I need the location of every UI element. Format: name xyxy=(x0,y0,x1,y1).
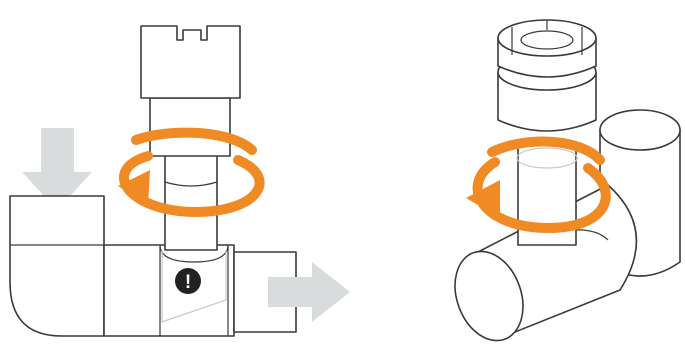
warning-glyph: ! xyxy=(185,272,191,293)
valve-head xyxy=(141,26,240,98)
warning-badge: ! xyxy=(175,268,201,294)
right-panel xyxy=(443,20,680,350)
elbow-inlet xyxy=(10,196,104,336)
left-panel: ! xyxy=(10,26,350,336)
valve-head-iso xyxy=(498,20,596,131)
pipe-body xyxy=(104,245,234,336)
valve-stem xyxy=(150,98,230,250)
